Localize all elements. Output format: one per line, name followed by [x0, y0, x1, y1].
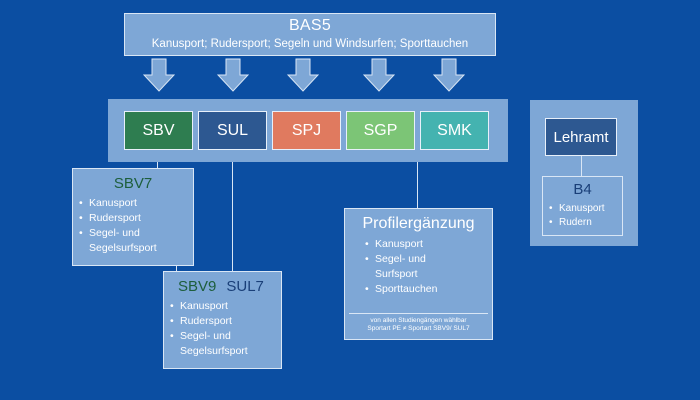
list-item: Rudersport: [164, 314, 281, 329]
list-item: Kanusport: [359, 237, 459, 252]
program-sgp: SGP: [346, 111, 415, 150]
program-label: SMK: [437, 121, 472, 139]
list-item: Kanusport: [73, 196, 193, 211]
profil-title: Profilergänzung: [362, 215, 475, 232]
sbv7-box: SBV7 Kanusport Rudersport Segel- und Seg…: [72, 168, 194, 266]
lehramt-title: Lehramt: [553, 128, 609, 146]
down-arrow-icon: [143, 58, 175, 92]
bas5-subtitle: Kanusport; Rudersport; Segeln und Windsu…: [151, 38, 469, 50]
profil-footnote: von allen Studiengängen wählbar Sportart…: [349, 313, 488, 333]
list-item: Segel- und Segelsurfsport: [164, 329, 281, 359]
program-smk: SMK: [420, 111, 489, 150]
sbv9-sul7-heading: SBV9 SUL7: [178, 278, 281, 295]
sbv9-title: SBV9: [178, 278, 217, 295]
b4-title: B4: [573, 181, 592, 198]
down-arrow-icon: [287, 58, 319, 92]
program-spj: SPJ: [272, 111, 341, 150]
bas5-title: BAS5: [288, 17, 332, 34]
connector-lehramt-b4: [581, 156, 582, 177]
list-item: Segel- und Surfsport: [359, 252, 459, 282]
down-arrow-icon: [433, 58, 465, 92]
list-item: Rudern: [543, 216, 622, 230]
list-item: Segel- und Segelsurfsport: [73, 226, 193, 256]
list-item: Sporttauchen: [359, 282, 459, 297]
profil-list: Kanusport Segel- und Surfsport Sporttauc…: [359, 237, 459, 297]
footnote-line: Sportart PE ≠ Sportart SBV9/ SUL7: [367, 325, 470, 332]
connector-sul-sbv9: [232, 150, 233, 272]
lehramt-box: Lehramt: [545, 118, 617, 156]
list-item: Rudersport: [73, 211, 193, 226]
connector-band-profil: [417, 162, 418, 209]
program-label: SGP: [363, 121, 398, 139]
connector-sbv7-sbv9: [176, 265, 177, 272]
b4-box: B4 Kanusport Rudern: [542, 176, 623, 236]
program-sbv: SBV: [124, 111, 193, 150]
program-sul: SUL: [198, 111, 267, 150]
footnote-line: von allen Studiengängen wählbar: [370, 317, 467, 324]
down-arrow-icon: [363, 58, 395, 92]
profilergaenzung-box: Profilergänzung Kanusport Segel- und Sur…: [344, 208, 493, 340]
bas5-box: BAS5 Kanusport; Rudersport; Segeln und W…: [124, 13, 496, 56]
sbv9-sul7-box: SBV9 SUL7 Kanusport Rudersport Segel- und…: [163, 271, 282, 369]
sbv9-sul7-list: Kanusport Rudersport Segel- und Segelsur…: [164, 299, 281, 359]
program-label: SBV: [142, 121, 175, 139]
list-item: Kanusport: [543, 202, 622, 216]
sbv7-list: Kanusport Rudersport Segel- und Segelsur…: [73, 196, 193, 256]
down-arrow-icon: [217, 58, 249, 92]
sul7-title: SUL7: [226, 278, 264, 295]
program-label: SPJ: [291, 121, 322, 139]
b4-list: Kanusport Rudern: [543, 202, 622, 230]
program-label: SUL: [216, 121, 249, 139]
sbv7-title: SBV7: [113, 175, 153, 192]
list-item: Kanusport: [164, 299, 281, 314]
